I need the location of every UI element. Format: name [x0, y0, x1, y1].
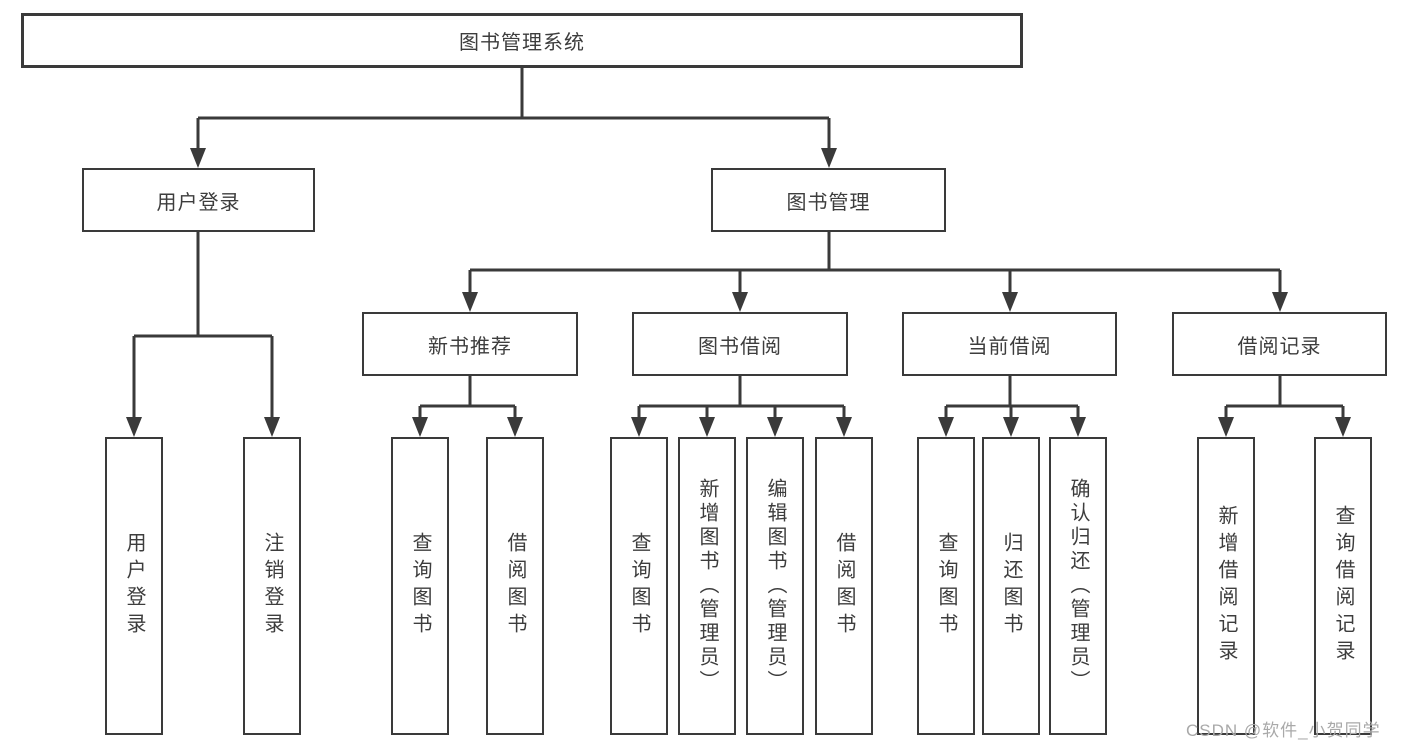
node-book-management: 图书管理 — [711, 168, 946, 232]
node-leaf-query-books: 查询图书 — [917, 437, 975, 735]
watermark: CSDN @软件_小贺同学 — [1186, 721, 1381, 740]
node-leaf-logout: 注销登录 — [243, 437, 301, 735]
node-book-borrow: 图书借阅 — [632, 312, 848, 376]
node-leaf-confirm-return-admin: 确认归还（管理员） — [1049, 437, 1107, 735]
node-leaf-add-books-admin: 新增图书（管理员） — [678, 437, 736, 735]
node-leaf-return-books: 归还图书 — [982, 437, 1040, 735]
node-leaf-borrow-books: 借阅图书 — [815, 437, 873, 735]
node-leaf-user-login: 用户登录 — [105, 437, 163, 735]
node-root-library-system: 图书管理系统 — [21, 13, 1023, 68]
node-leaf-edit-books-admin: 编辑图书（管理员） — [746, 437, 804, 735]
node-new-book-recommend: 新书推荐 — [362, 312, 578, 376]
node-leaf-query-borrow-record: 查询借阅记录 — [1314, 437, 1372, 735]
node-leaf-query-books: 查询图书 — [610, 437, 668, 735]
node-current-borrow: 当前借阅 — [902, 312, 1117, 376]
node-borrow-records: 借阅记录 — [1172, 312, 1387, 376]
node-user-login: 用户登录 — [82, 168, 315, 232]
node-leaf-query-books: 查询图书 — [391, 437, 449, 735]
node-leaf-borrow-books: 借阅图书 — [486, 437, 544, 735]
node-leaf-add-borrow-record: 新增借阅记录 — [1197, 437, 1255, 735]
